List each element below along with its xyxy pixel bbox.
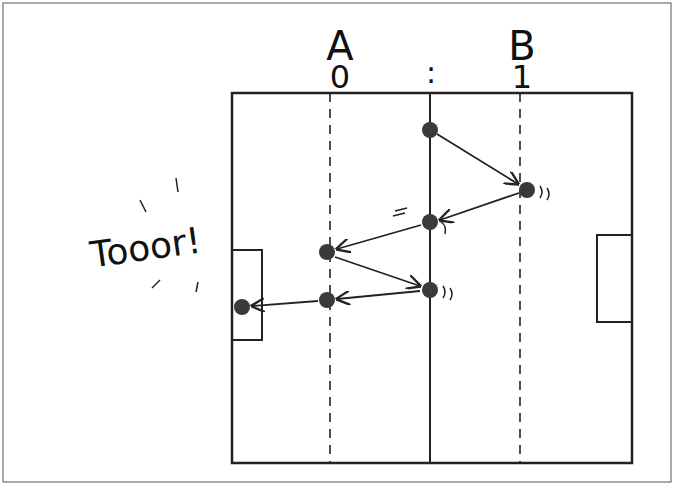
- goal-shout: Tooor!: [88, 222, 203, 273]
- score-number: 0: [330, 61, 350, 93]
- player-line-b: [519, 93, 521, 463]
- pitch: [232, 93, 632, 463]
- ball-positions: [234, 122, 535, 315]
- goal-right: [597, 235, 632, 322]
- team-name: A: [326, 26, 353, 66]
- goal-left: [232, 250, 262, 340]
- center-line: [429, 93, 431, 463]
- motion-ticks: [393, 186, 549, 300]
- player-line-a: [329, 93, 331, 463]
- pass-arrows: [252, 134, 519, 306]
- team-name: B: [508, 26, 535, 66]
- score-number: 1: [512, 61, 532, 93]
- frame: [3, 3, 671, 482]
- score-separator: :: [426, 58, 436, 88]
